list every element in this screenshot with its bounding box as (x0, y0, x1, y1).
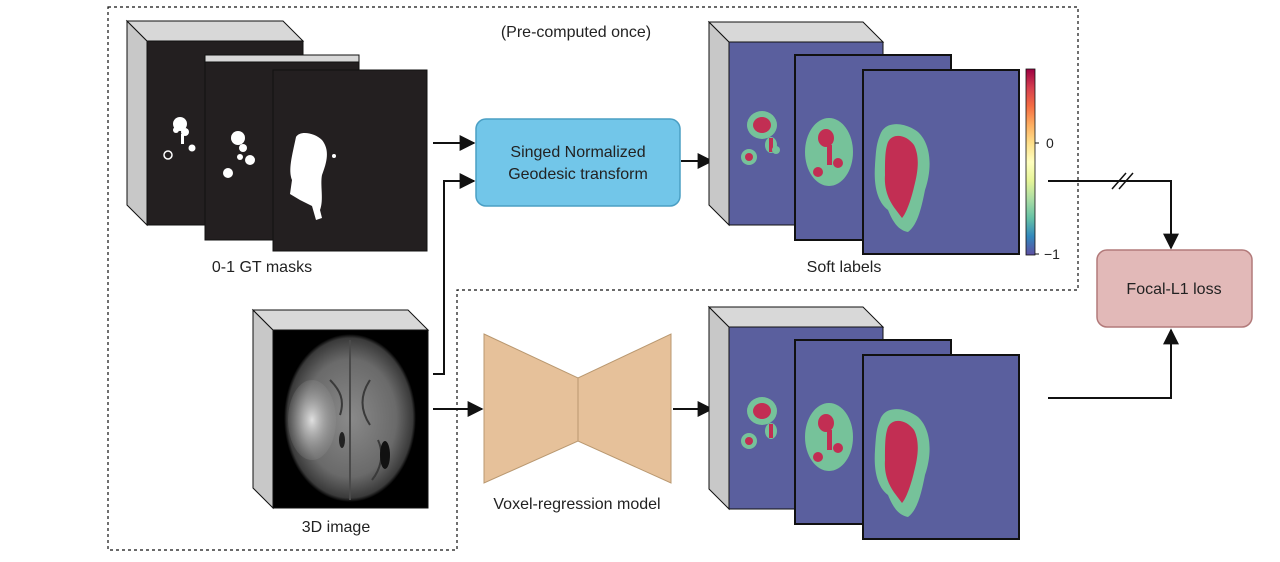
transform-box (475, 118, 681, 207)
soft-labels-label: Soft labels (807, 259, 882, 276)
precomputed-label: (Pre-computed once) (501, 24, 651, 41)
gt-masks-label: 0-1 GT masks (212, 259, 312, 276)
predictions-stack (707, 305, 1020, 540)
mri-image-cube (251, 308, 430, 510)
colorbar-tick-minus-one: −1 (1044, 246, 1060, 262)
transform-label-line1: Singed Normalized (510, 144, 645, 161)
soft-labels-stack (707, 20, 1020, 255)
arrow-predictions-to-loss (1048, 328, 1179, 399)
loss-label: Focal-L1 loss (1126, 281, 1221, 298)
transform-label-line2: Geodesic transform (508, 166, 648, 183)
colorbar (1025, 68, 1039, 256)
stop-gradient-mark-1 (1111, 172, 1127, 190)
colorbar-tick-zero: 0 (1046, 135, 1054, 151)
model-label: Voxel-regression model (493, 496, 660, 513)
arrow-image-to-transform (433, 173, 476, 375)
gt-mask-stack (125, 19, 428, 252)
precomputed-region-border (107, 6, 1079, 551)
loss-box (1096, 249, 1253, 328)
image-label: 3D image (302, 519, 371, 536)
arrow-soft-labels-to-loss (1048, 180, 1179, 250)
stop-gradient-mark-2 (1118, 172, 1134, 190)
